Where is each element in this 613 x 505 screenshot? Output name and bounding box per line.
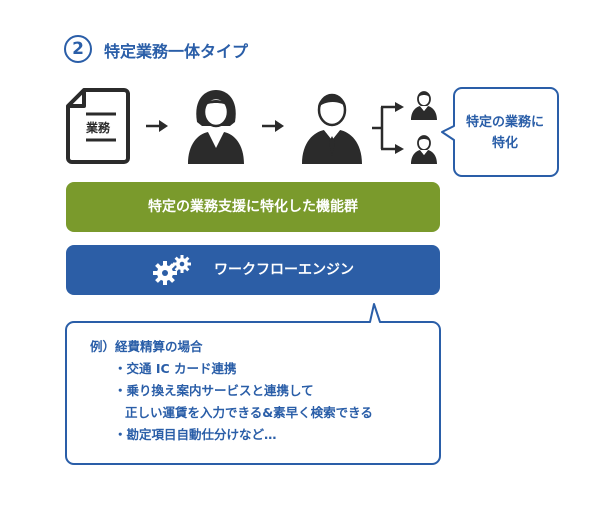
example-item: ・交通 IC カード連携 [114, 361, 237, 376]
document-icon [66, 88, 130, 164]
section-title: 特定業務一体タイプ [104, 42, 249, 61]
workflow-engine-bar: ワークフローエンジン [66, 245, 440, 295]
speech-bubble-text: 特定の業務に 特化 [465, 115, 544, 151]
speech-bubble [441, 87, 559, 177]
example-item: 正しい運賃を入力できる&素早く検索できる [125, 405, 373, 420]
example-text: 例）経費精算の場合 ・交通 IC カード連携 ・乗り換え案内サービスと連携して … [90, 336, 373, 446]
gears-icon [153, 255, 191, 285]
example-callout-box [65, 303, 441, 465]
step-number-badge: 2 [64, 35, 92, 63]
example-item: ・勘定項目自動仕分けなど… [114, 427, 277, 442]
male-worker-icon [302, 93, 362, 164]
example-heading: 例）経費精算の場合 [90, 339, 203, 354]
arrow-right-icon [262, 120, 284, 132]
split-arrows-icon [372, 102, 404, 154]
example-item: ・乗り換え案内サービスと連携して [114, 383, 314, 398]
specialist-worker-icon [411, 135, 437, 164]
female-worker-icon [188, 90, 244, 164]
specialist-worker-icon [411, 91, 437, 120]
specialized-functions-bar: 特定の業務支援に特化した機能群 [66, 182, 440, 232]
workflow-engine-label: ワークフローエンジン [214, 262, 354, 278]
document-label: 業務 [85, 121, 110, 135]
arrow-right-icon [146, 120, 168, 132]
